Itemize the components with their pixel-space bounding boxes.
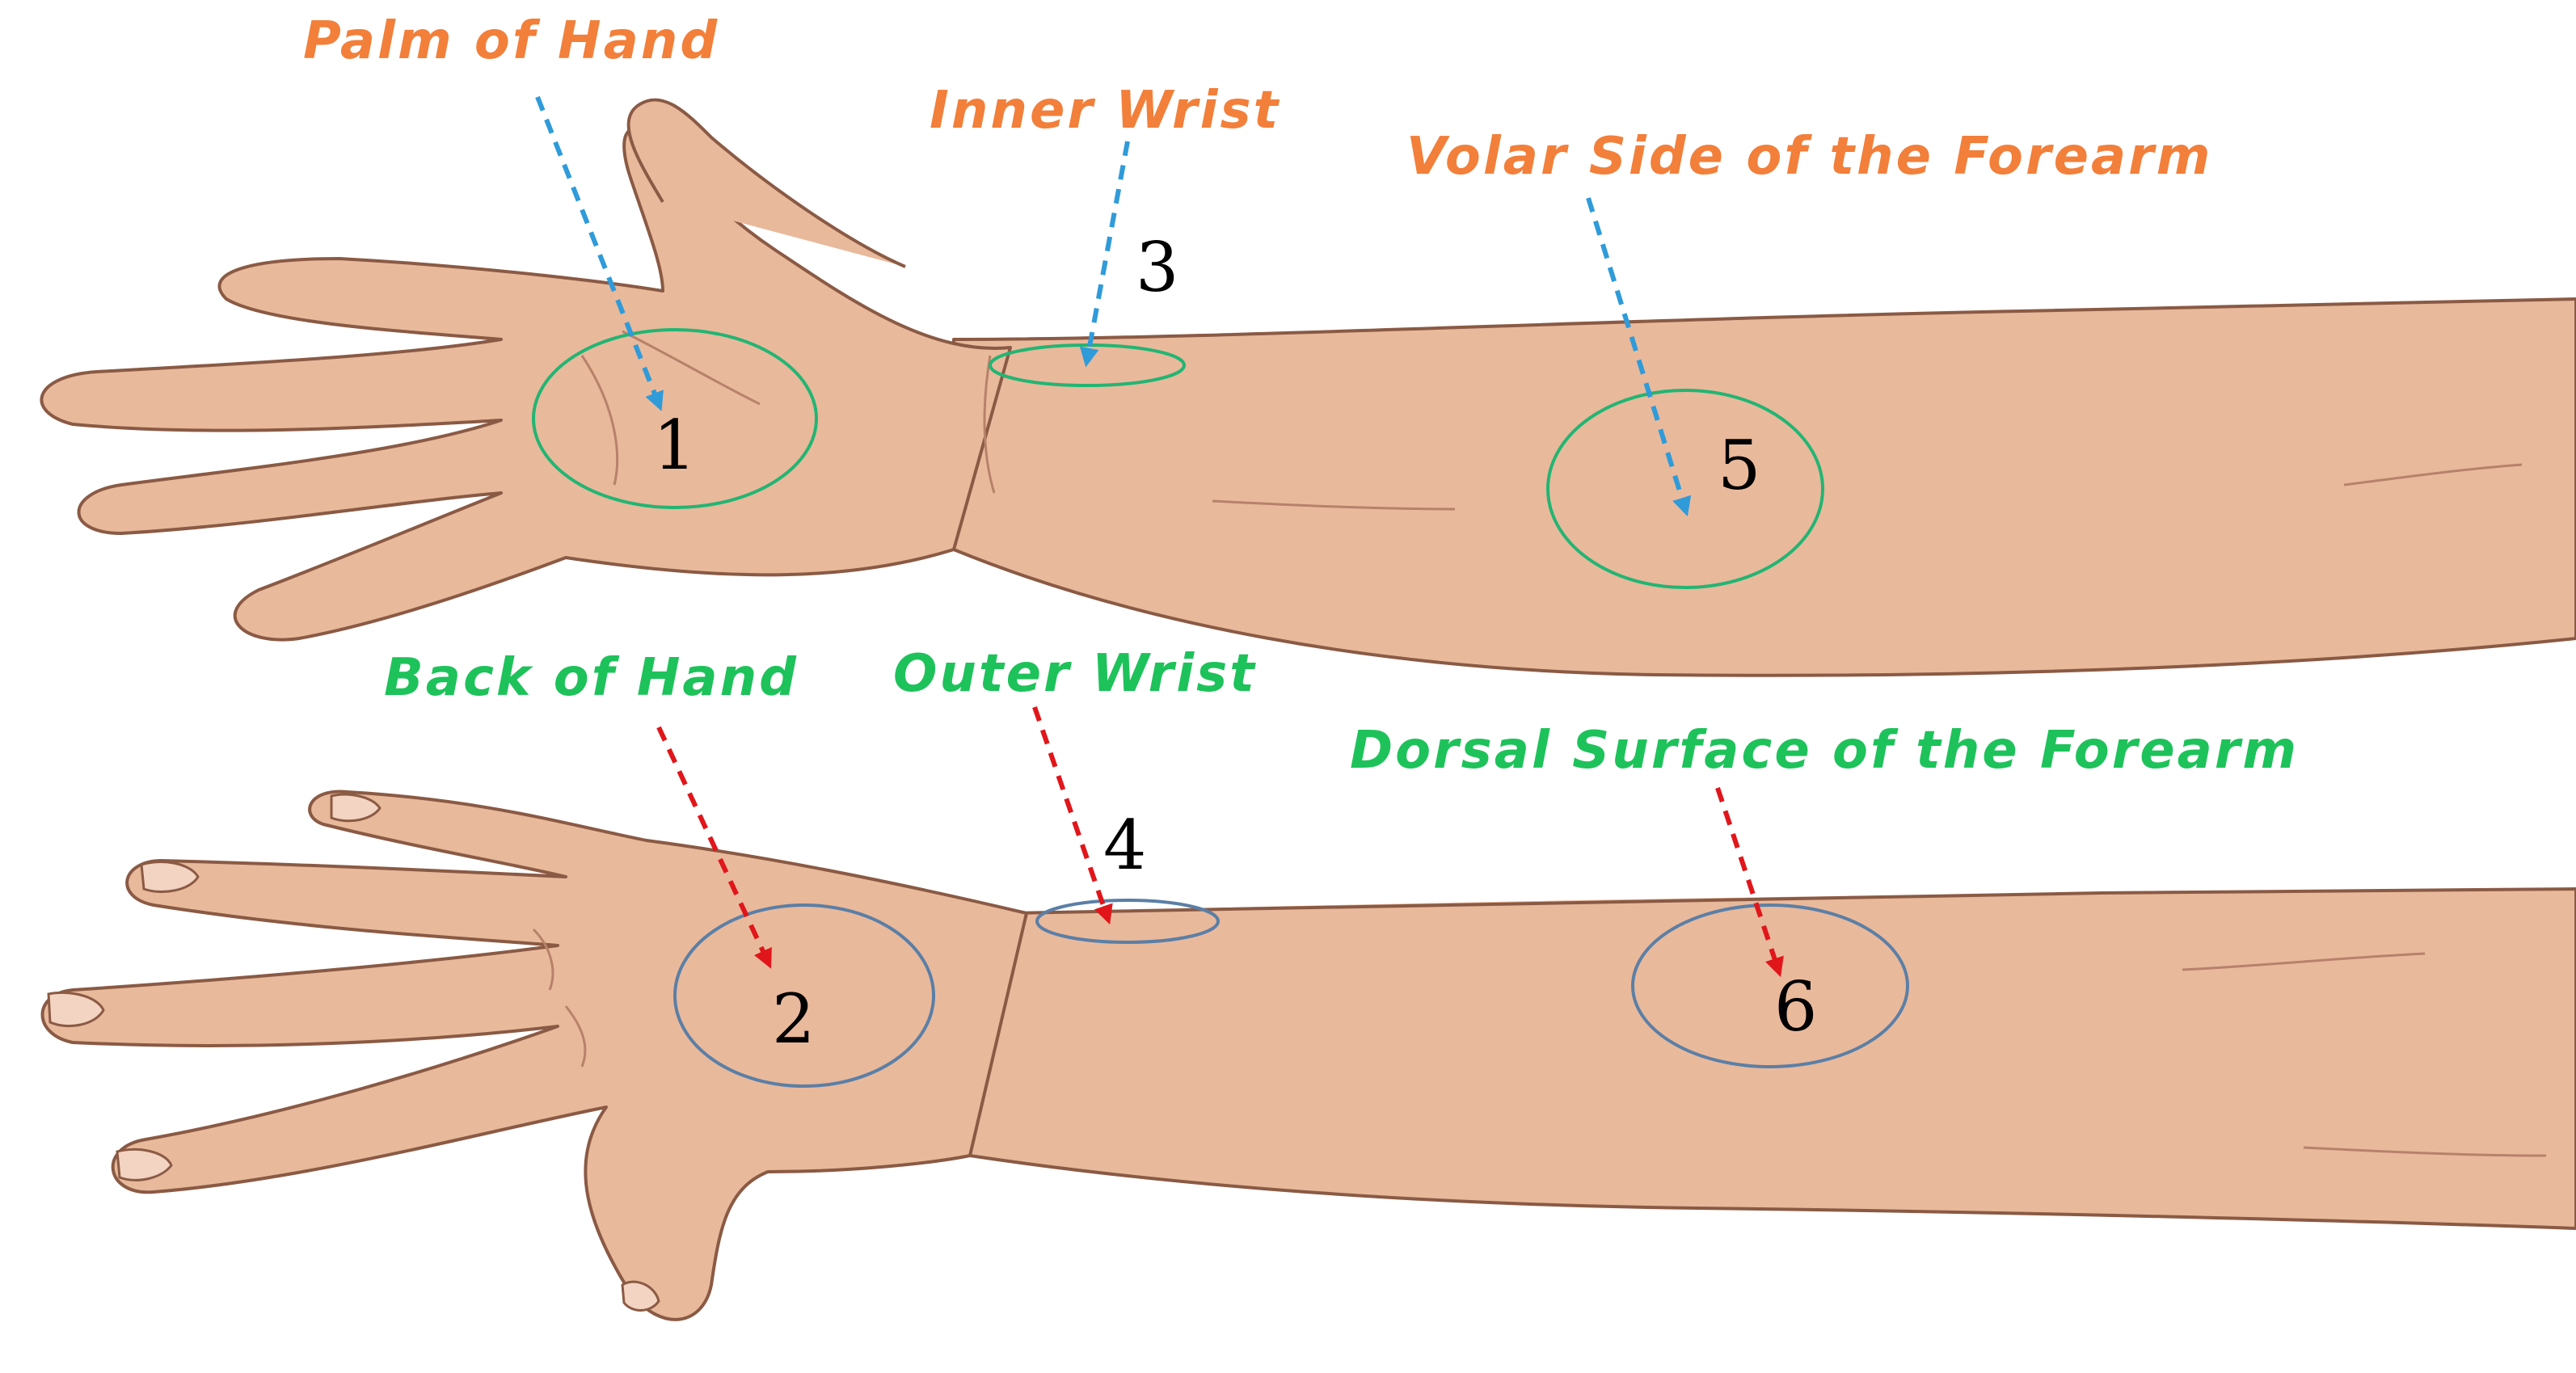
dorsal-arm-illustration <box>40 790 2576 1321</box>
dorsal-forearm <box>968 887 2576 1230</box>
label-volar-forearm: Volar Side of the Forearm <box>1406 127 2212 187</box>
volar-forearm <box>952 297 2576 677</box>
site-number-1: 1 <box>653 406 696 485</box>
arrow-inner-wrist <box>1079 141 1130 368</box>
volar-skin-creases <box>580 330 2523 511</box>
circle-site-6 <box>1631 903 1909 1068</box>
volar-labels: Palm of Hand Inner Wrist Volar Side of t… <box>303 11 2212 187</box>
label-dorsal-forearm: Dorsal Surface of the Forearm <box>1350 721 2299 781</box>
arrow-outer-wrist <box>1032 706 1113 925</box>
site-number-3: 3 <box>1136 228 1178 307</box>
arrow-dorsal-forearm <box>1715 787 1784 978</box>
site-number-6: 6 <box>1774 967 1817 1047</box>
arrow-back-hand <box>656 726 772 969</box>
dorsal-labels: Back of Hand Outer Wrist Dorsal Surface … <box>384 644 2299 781</box>
circle-site-1 <box>532 328 818 509</box>
site-numbers: 1 2 3 4 5 6 <box>653 228 1817 1059</box>
site-number-4: 4 <box>1103 806 1146 885</box>
label-back-of-hand: Back of Hand <box>384 648 799 708</box>
circle-site-3 <box>989 343 1186 387</box>
dorsal-skin-creases <box>532 928 2547 1157</box>
fingernails <box>47 793 660 1312</box>
label-outer-wrist: Outer Wrist <box>893 644 1257 704</box>
arrow-palm <box>535 95 664 411</box>
dorsal-arrows <box>656 706 1784 978</box>
volar-arm-illustration <box>40 98 2576 677</box>
site-number-2: 2 <box>772 979 815 1059</box>
volar-thumb <box>626 98 906 268</box>
volar-palm <box>40 127 1012 642</box>
circle-site-5 <box>1546 389 1824 589</box>
circle-site-4 <box>1035 899 1220 944</box>
circle-site-2 <box>673 903 935 1088</box>
site-number-5: 5 <box>1718 426 1760 505</box>
label-inner-wrist: Inner Wrist <box>930 81 1280 141</box>
arrow-volar-forearm <box>1586 197 1692 517</box>
label-palm-of-hand: Palm of Hand <box>303 11 719 71</box>
measurement-circles <box>532 328 1909 1088</box>
volar-arrows <box>535 95 1692 517</box>
